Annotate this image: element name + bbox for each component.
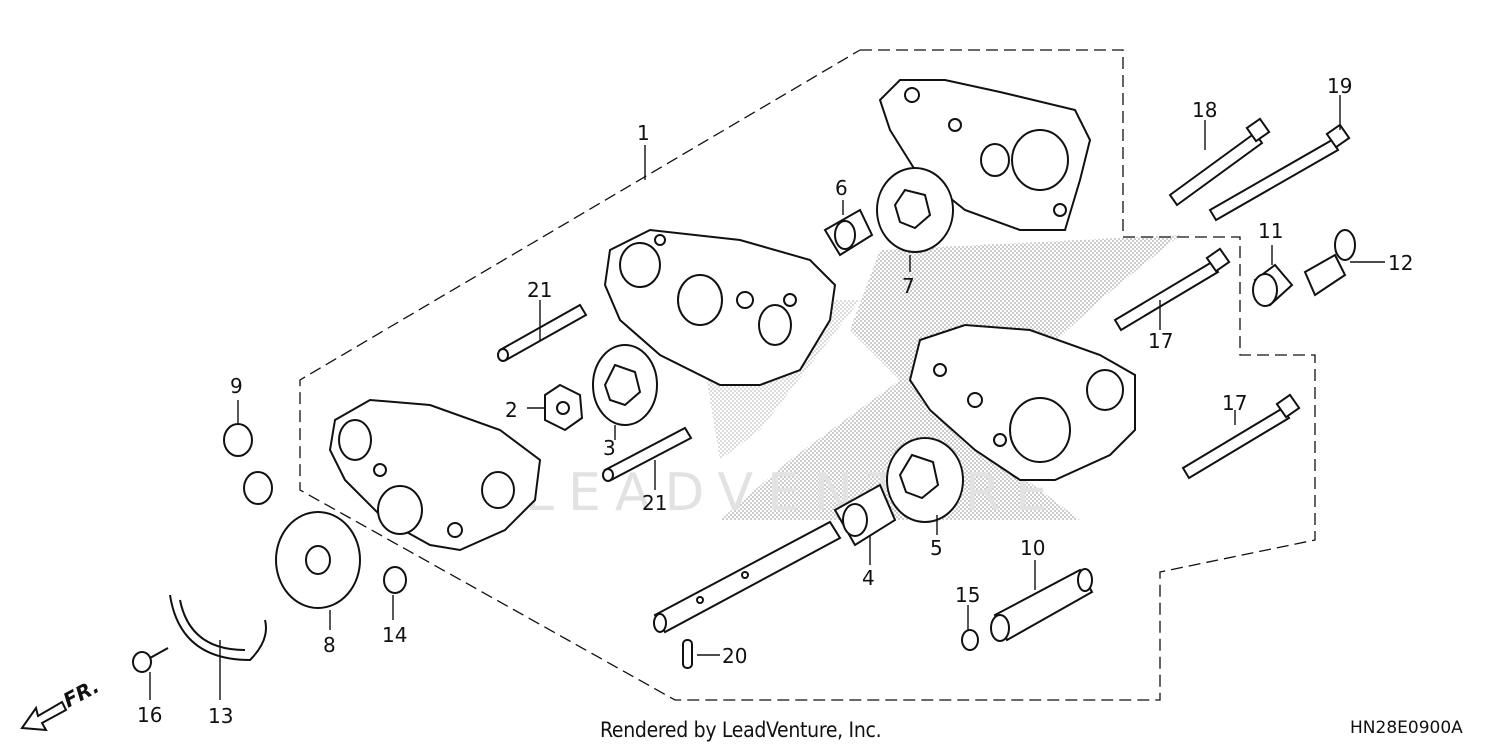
callout-5: 5 [930,536,943,560]
pump-body-right [908,323,1136,481]
part-17-bolt-upper [1113,247,1231,332]
callout-13: 13 [208,704,233,728]
callout-4: 4 [862,566,875,590]
callout-3: 3 [603,436,616,460]
part-12-clip [1303,229,1356,297]
front-direction-indicator: FR. [20,674,103,732]
part-10-sleeve [990,568,1094,642]
callout-16: 16 [137,703,162,727]
callout-15: 15 [955,583,980,607]
callout-11: 11 [1258,219,1283,243]
render-credit: Rendered by LeadVenture, Inc. [600,718,882,742]
part-13-chain [169,594,267,662]
callout-18: 18 [1192,98,1217,122]
callout-12: 12 [1388,251,1413,275]
part-5-rotor [886,437,964,523]
callout-21-lower: 21 [642,491,667,515]
front-direction-label: FR. [59,674,103,713]
callout-9: 9 [230,374,243,398]
pump-body-middle [603,228,837,386]
pump-cover-plate [878,79,1092,231]
part-8-sprocket [275,511,361,609]
callout-20: 20 [722,644,747,668]
callout-17-lower: 17 [1222,391,1247,415]
part-17-bolt-lower [1181,393,1301,480]
pump-cover-left [328,398,542,552]
part-11-collar [1252,263,1294,307]
callout-17-upper: 17 [1148,329,1173,353]
diagram-code: HN28E0900A [1350,718,1463,738]
pump-shaft [653,520,842,634]
part-4-collar [833,483,897,547]
part-3-rotor [592,344,658,426]
callout-6: 6 [835,176,848,200]
part-2-inner-rotor [544,383,584,432]
callout-19: 19 [1327,74,1352,98]
callout-8: 8 [323,633,336,657]
callout-14: 14 [382,623,407,647]
callout-21-upper: 21 [527,278,552,302]
part-7-rotor [876,167,954,253]
front-arrow-icon [20,700,68,732]
part-21-dowel-upper [497,303,588,362]
callout-10: 10 [1020,536,1045,560]
callout-7: 7 [902,274,915,298]
part-18-bolt [1168,117,1271,207]
part-20-pin [682,639,693,669]
callout-2: 2 [505,398,518,422]
callout-1: 1 [637,121,650,145]
part-6-collar [823,208,874,257]
part-21-dowel-lower [602,426,693,482]
part-19-bolt [1208,123,1351,222]
part-14-ring [383,566,407,594]
part-16-bolt [132,647,169,673]
part-9-o-rings [223,423,273,505]
leader-lines [149,95,1385,700]
part-15-o-ring [961,629,979,651]
assembly-group-outline [299,49,1316,701]
